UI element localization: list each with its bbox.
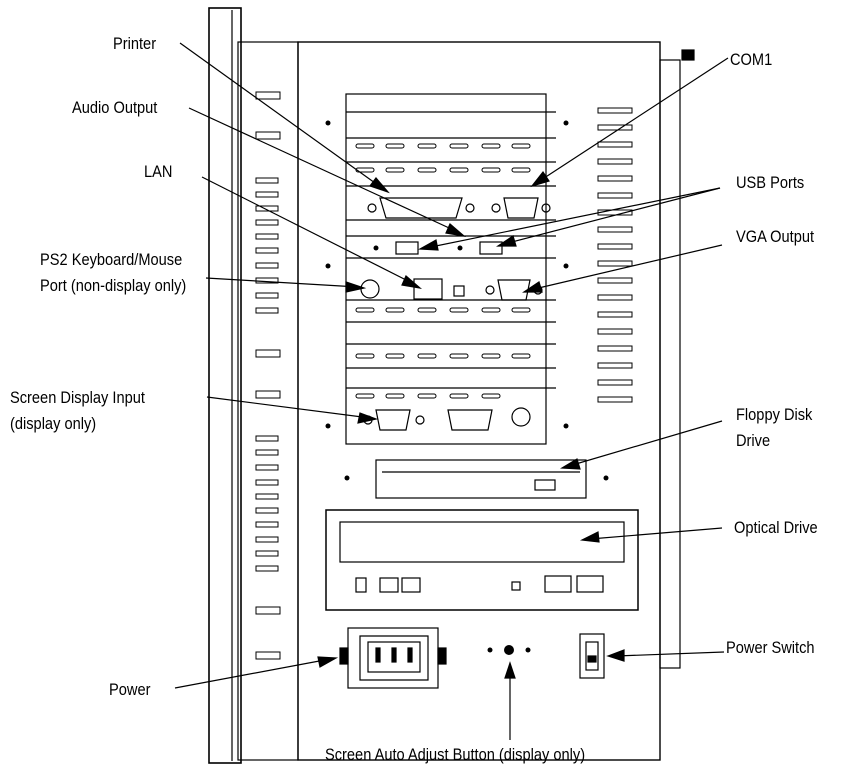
auto-adjust-label: Screen Auto Adjust Button (display only): [325, 745, 586, 764]
antenna-nub: [681, 49, 695, 61]
power-label: Power: [109, 680, 151, 699]
usb-port-2: [479, 241, 503, 255]
slot-slits: [355, 143, 531, 399]
floppy-label-line2: Drive: [736, 431, 771, 450]
power-switch: [579, 633, 605, 679]
round-port: [511, 407, 531, 427]
printer-label: Printer: [113, 34, 157, 53]
side-vents-left: [255, 91, 281, 660]
usb-port-1: [395, 241, 419, 255]
blank-port: [447, 409, 493, 431]
usb-ports-label: USB Ports: [736, 173, 805, 192]
right-rail: [659, 59, 681, 669]
lan-port: [413, 278, 443, 300]
ps2-label-line1: PS2 Keyboard/Mouse: [40, 250, 183, 269]
lan-label: LAN: [144, 162, 173, 181]
com1-port: [491, 197, 551, 219]
side-vents-right: [597, 107, 633, 403]
auto-adjust-button: [504, 645, 514, 655]
floppy-label-line1: Floppy Disk: [736, 405, 813, 424]
power-switch-label: Power Switch: [726, 638, 815, 657]
optical-drive: [325, 509, 639, 611]
screen-display-input-label-line2: (display only): [10, 414, 97, 433]
floppy-drive: [375, 459, 587, 499]
main-panel: [297, 41, 661, 761]
audio-jack: [453, 285, 465, 297]
card-cage: [345, 93, 556, 445]
callouts: [174, 42, 729, 740]
optical-drive-label: Optical Drive: [734, 518, 818, 537]
vga-output-label: VGA Output: [736, 227, 815, 246]
screws: [325, 120, 609, 653]
audio-output-label: Audio Output: [72, 98, 158, 117]
screen-display-input-label-line1: Screen Display Input: [10, 388, 145, 407]
side-bezel: [208, 7, 299, 764]
com1-label: COM1: [730, 50, 773, 69]
printer-port: [367, 197, 475, 219]
ps2-label-line2: Port (non-display only): [40, 276, 187, 295]
power-inlet: [339, 627, 447, 689]
ps2-port: [360, 279, 380, 299]
